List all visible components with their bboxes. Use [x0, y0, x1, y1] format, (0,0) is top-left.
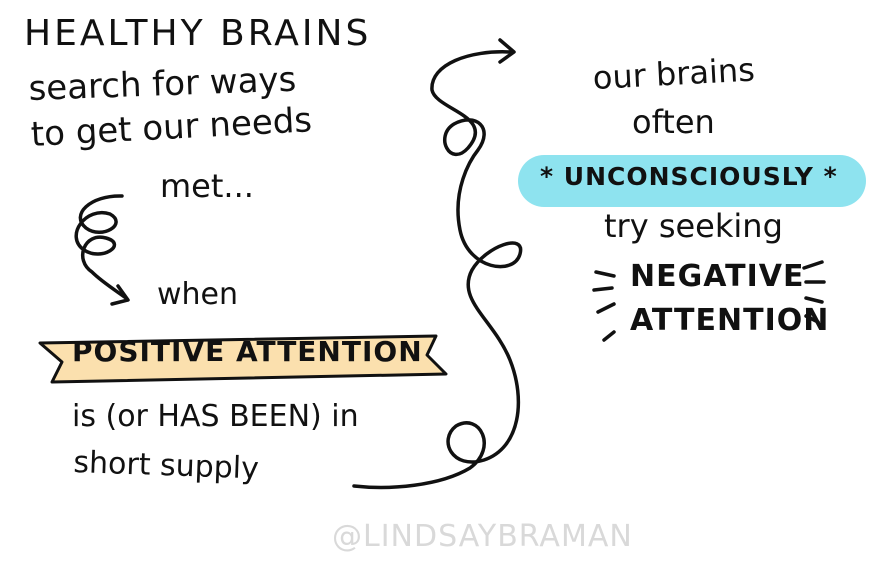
arrow-head-left: [110, 284, 130, 306]
text-negative: NEGATIVE: [630, 259, 805, 294]
loop-arrow-left: [74, 194, 128, 300]
text-line-has-been: is (or HAS BEEN) in: [72, 399, 359, 434]
text-attention: ATTENTION: [630, 303, 830, 338]
highlight-unconsciously: * UNCONSCIOUSLY *: [540, 162, 838, 191]
text-when: when: [157, 277, 239, 312]
heading-healthy-brains: HEALTHY BRAINS: [24, 13, 372, 54]
text-often: often: [632, 103, 715, 141]
text-line-short-supply: short supply: [72, 445, 260, 487]
banner-positive-attention: POSITIVE ATTENTION: [72, 335, 423, 368]
text-line-search: search for ways: [27, 59, 297, 109]
text-line-met: met...: [160, 167, 254, 205]
text-try-seeking: try seeking: [604, 207, 783, 245]
arrow-head-right: [498, 38, 516, 64]
text-our-brains: our brains: [591, 50, 756, 97]
squiggle-arrow: [352, 50, 523, 490]
highlight-shape: [518, 155, 866, 207]
highlight-word: UNCONSCIOUSLY: [563, 162, 814, 191]
watermark-credit: @LINDSAYBRAMAN: [332, 519, 633, 554]
emphasis-dashes-left: [592, 270, 616, 342]
emphasis-dashes-right: [802, 260, 826, 324]
banner-shape: [38, 334, 448, 384]
